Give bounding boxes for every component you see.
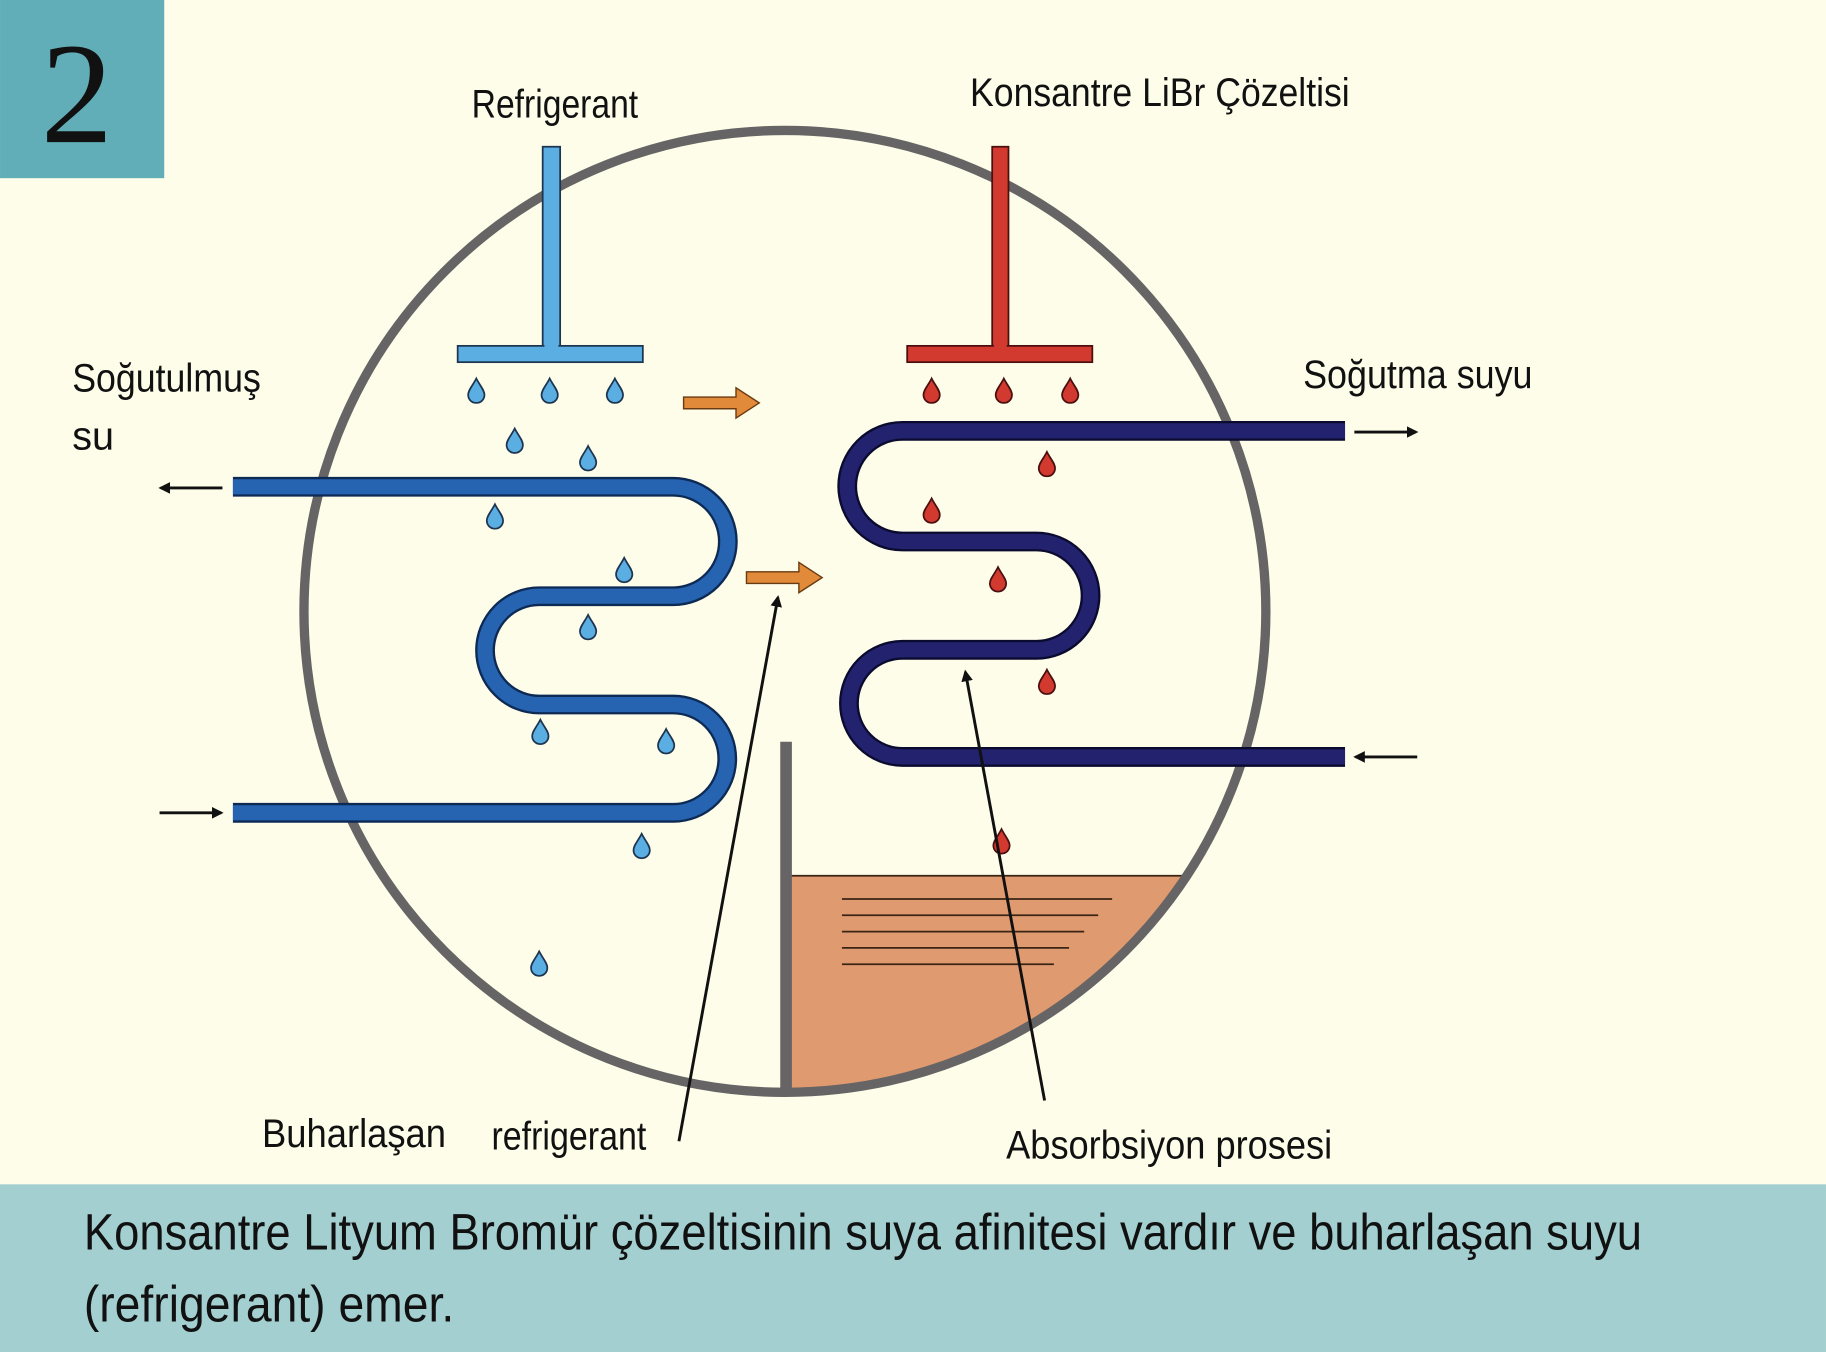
- label-evaporating: Buharlaşan: [262, 1112, 446, 1156]
- pointer-absorption-process: [961, 669, 1047, 1101]
- arrow-right-icon: [745, 561, 824, 595]
- vapor-flow-arrows: [682, 386, 824, 595]
- caption-line-1: Konsantre Lityum Bromür çözeltisinin suy…: [84, 1204, 1642, 1261]
- label-chilled-water-line2: su: [72, 415, 114, 459]
- evaporator-coil: [232, 476, 738, 823]
- label-libr-solution: Konsantre LiBr Çözeltisi: [970, 71, 1350, 115]
- libr-sprayer: [906, 145, 1094, 364]
- pointer-evaporating-refrigerant: [677, 595, 782, 1142]
- caption-line-2: (refrigerant) emer.: [84, 1276, 454, 1333]
- label-refrigerant: Refrigerant: [472, 83, 639, 127]
- step-number: 2: [41, 14, 113, 174]
- arrow-right-icon: [682, 386, 761, 420]
- label-chilled-water: Soğutulmuş: [72, 356, 261, 400]
- absorber-coil: [837, 420, 1346, 767]
- refrigerant-sprayer: [456, 145, 644, 364]
- label-absorption-process: Absorbsiyon prosesi: [1006, 1124, 1332, 1168]
- step-number-badge: 2: [0, 0, 165, 179]
- caption-band: Konsantre Lityum Bromür çözeltisinin suy…: [0, 1184, 1826, 1352]
- water-flow-arrows: [158, 426, 1419, 819]
- label-refrigerant-bottom: refrigerant: [491, 1114, 646, 1158]
- label-cooling-water: Soğutma suyu: [1303, 353, 1532, 397]
- pointer-lines: [677, 595, 1047, 1142]
